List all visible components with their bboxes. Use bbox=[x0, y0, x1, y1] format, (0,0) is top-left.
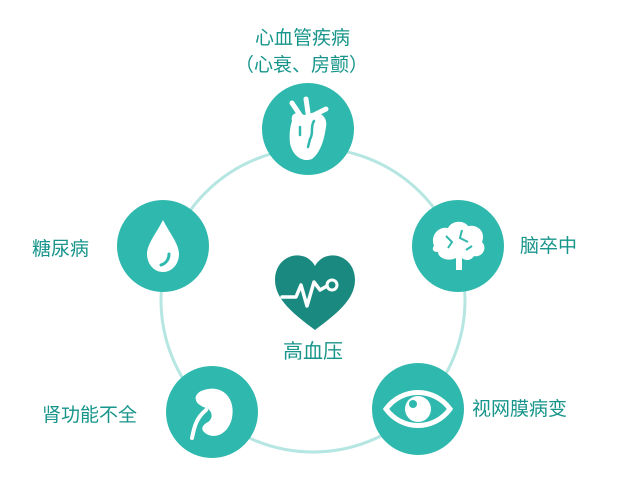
label-diabetes: 糖尿病 bbox=[32, 238, 90, 260]
node-stroke bbox=[412, 200, 504, 292]
label-stroke: 脑卒中 bbox=[520, 235, 578, 257]
node-diabetes bbox=[117, 200, 209, 292]
sublabel-cardio: （心衰、房颤） bbox=[235, 54, 369, 76]
drop-icon bbox=[147, 220, 179, 272]
node-cardio bbox=[262, 83, 354, 175]
label-retina: 视网膜病变 bbox=[472, 398, 568, 420]
label-cardio: 心血管疾病 bbox=[255, 27, 351, 49]
eye-icon bbox=[382, 390, 454, 428]
label-kidney: 肾功能不全 bbox=[42, 404, 138, 426]
center-label: 高血压 bbox=[283, 339, 343, 363]
brain-icon bbox=[432, 221, 485, 270]
node-kidney bbox=[166, 366, 258, 458]
heart-organ-icon bbox=[289, 96, 329, 161]
node-retina bbox=[372, 363, 464, 455]
kidney-icon bbox=[190, 388, 233, 440]
